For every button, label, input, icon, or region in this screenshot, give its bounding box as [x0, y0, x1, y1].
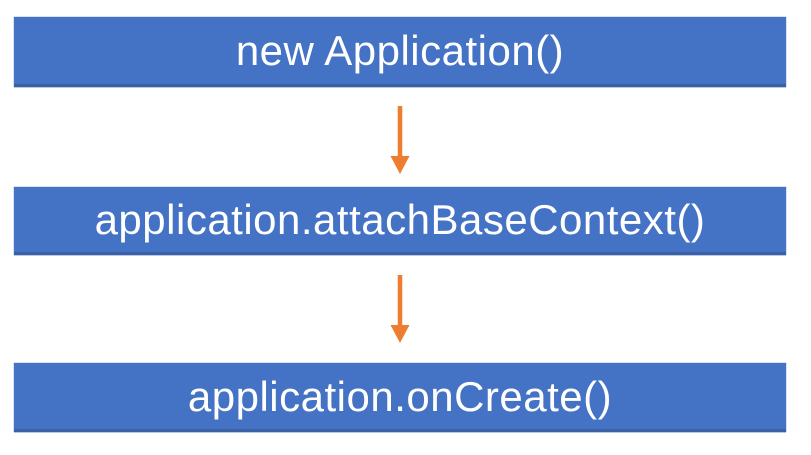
arrow-head [390, 325, 410, 343]
arrow-head [390, 156, 410, 174]
flow-step-label: application.onCreate() [187, 372, 613, 420]
flow-step-on-create: application.onCreate() [14, 363, 786, 432]
down-arrow-icon [390, 275, 410, 343]
down-arrow-icon [390, 106, 410, 174]
flow-step-new-application: new Application() [14, 17, 786, 87]
flow-step-attach-base-context: application.attachBaseContext() [14, 187, 786, 255]
flow-step-label: new Application() [235, 27, 565, 74]
flow-step-label: application.attachBaseContext() [94, 196, 706, 243]
